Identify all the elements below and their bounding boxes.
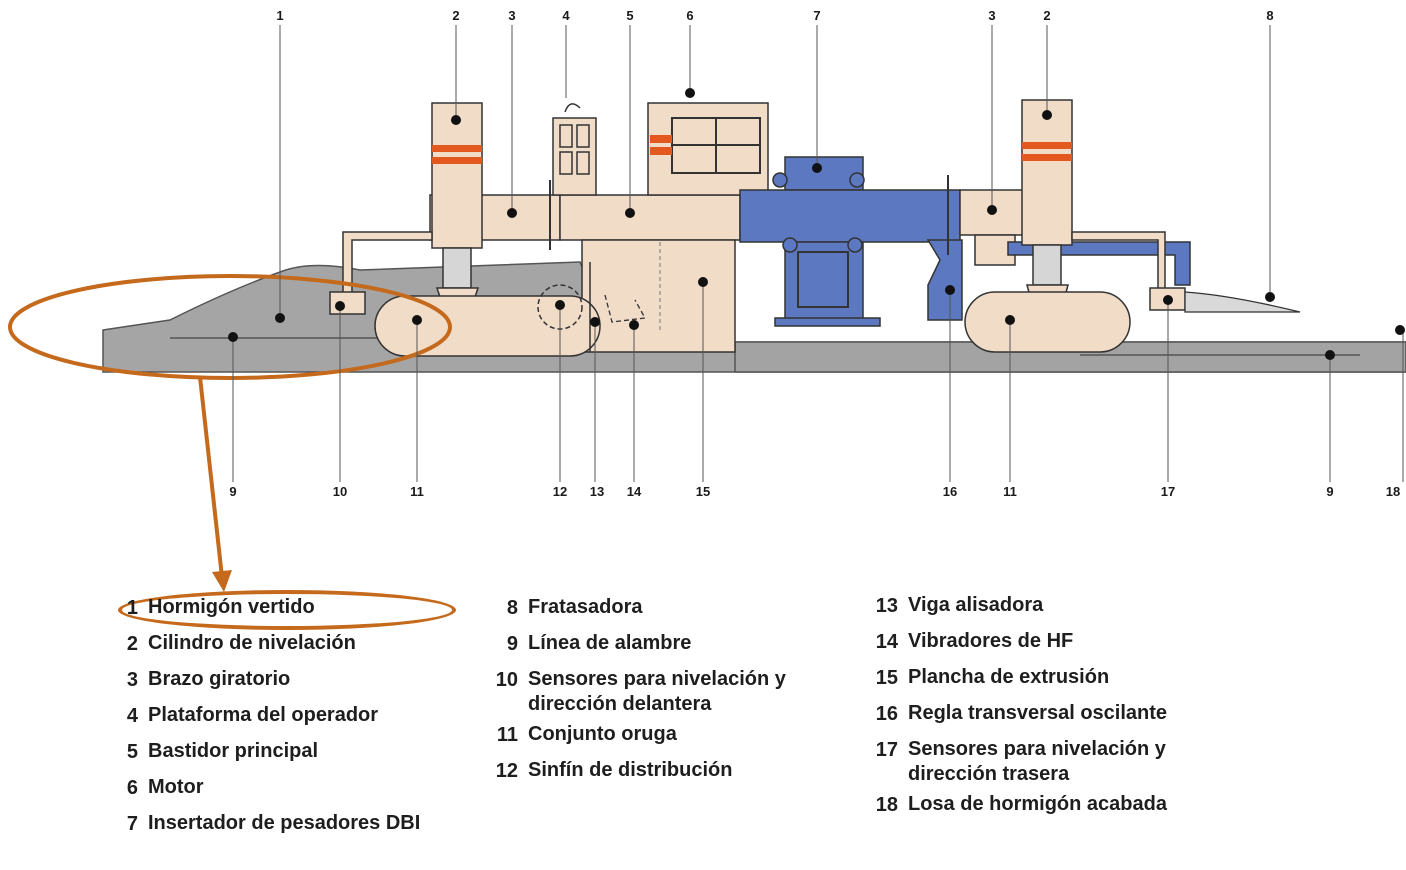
extrusion-plate: [581, 239, 736, 353]
callout-bottom-13: 13: [590, 484, 604, 499]
callout-bottom-12: 12: [553, 484, 567, 499]
callout-top-8: 8: [1266, 8, 1273, 23]
finishing-float: [1184, 291, 1301, 313]
callout-top-5: 5: [626, 8, 633, 23]
callout-bottom-15: 15: [696, 484, 710, 499]
track-assembly-left: [374, 295, 601, 357]
leader-lines: [232, 25, 1404, 482]
callout-bottom-9b: 9: [1326, 484, 1333, 499]
callout-bottom-16: 16: [943, 484, 957, 499]
callout-bottom-9: 9: [229, 484, 236, 499]
callout-dots: [228, 88, 1405, 360]
highlight-arrow-head: [212, 570, 232, 592]
callout-top-4: 4: [562, 8, 570, 23]
hf-vibrators: [604, 294, 647, 323]
callout-bottom-10: 10: [333, 484, 347, 499]
callout-top-1: 1: [276, 8, 283, 23]
callout-bottom-14: 14: [627, 484, 642, 499]
highlight-arrow-line: [198, 376, 224, 578]
callout-top-7: 7: [813, 8, 820, 23]
callout-top-2b: 2: [1043, 8, 1050, 23]
track-assembly-right: [964, 291, 1131, 353]
callout-top-2: 2: [452, 8, 459, 23]
main-frame: [559, 194, 741, 241]
callout-top-6: 6: [686, 8, 693, 23]
callout-bottom-11b: 11: [1003, 484, 1017, 499]
callout-bottom-17: 17: [1161, 484, 1175, 499]
callout-bottom-18: 18: [1386, 484, 1400, 499]
leveling-cylinder-left: [431, 102, 483, 249]
callout-bottom-11: 11: [410, 484, 424, 499]
finished-slab: [734, 341, 1406, 373]
oscillating-screed: [926, 239, 963, 321]
highlight-ellipse: [8, 274, 452, 380]
leveling-cylinder-right: [1021, 99, 1073, 246]
legend-highlight-ellipse: [118, 590, 456, 630]
callout-top-3: 3: [508, 8, 515, 23]
callout-top-3b: 3: [988, 8, 995, 23]
front-sensor: [329, 291, 366, 315]
